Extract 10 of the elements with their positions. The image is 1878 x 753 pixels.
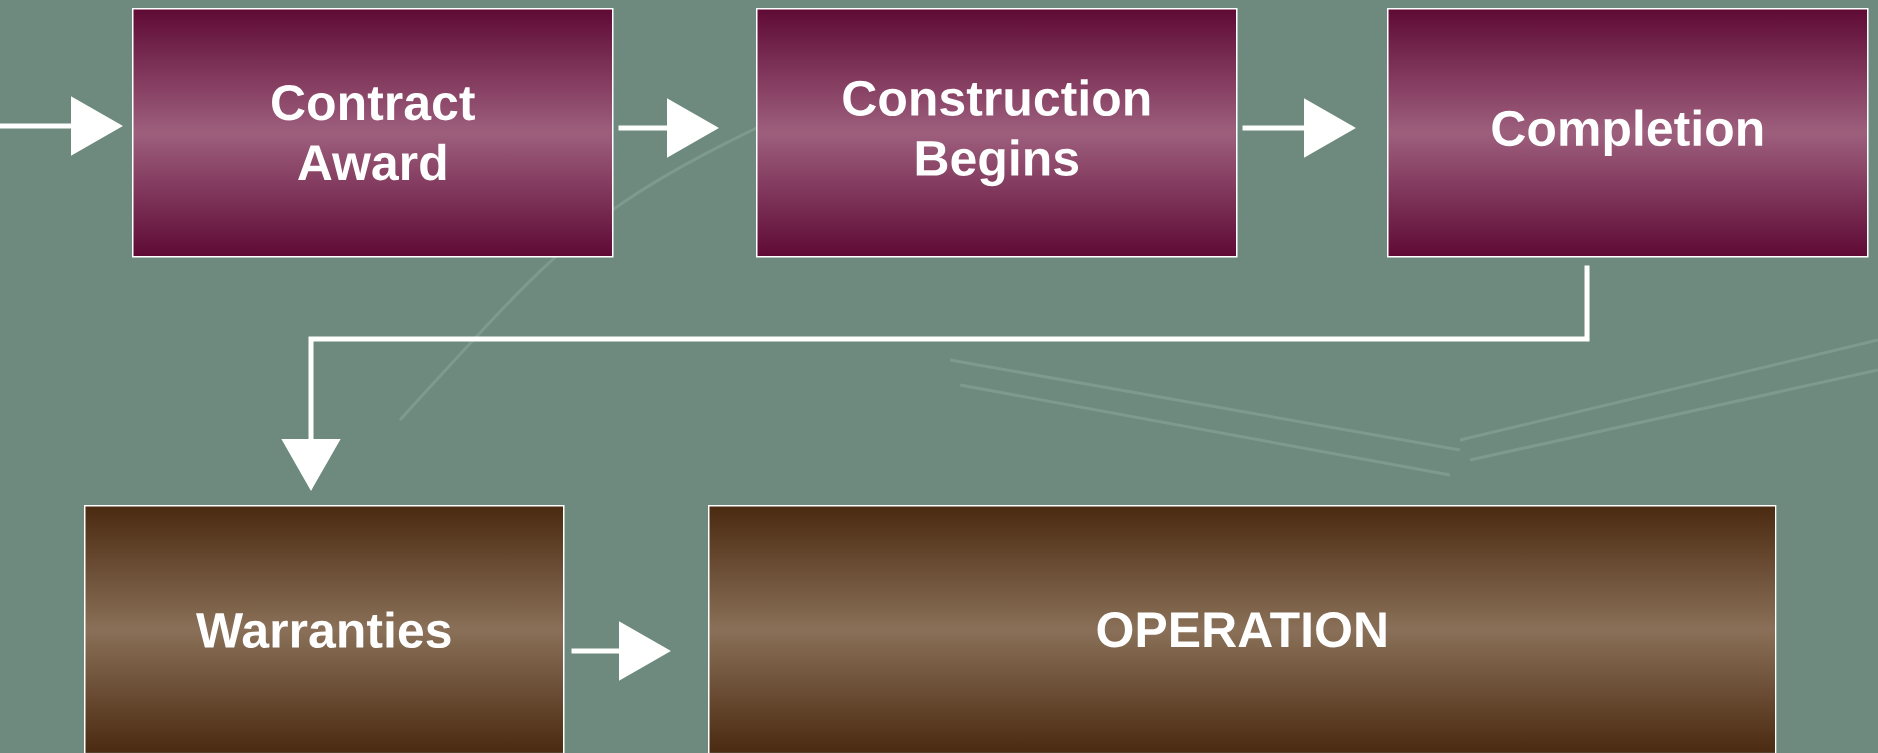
process-box [132,8,614,258]
process-box [1387,8,1869,258]
process-box [84,505,565,753]
process-box [708,505,1777,753]
process-box [756,8,1238,258]
node-label: Contract Award [272,85,475,181]
node-label: OPERATION [1097,612,1386,648]
node-label: Completion [1492,109,1763,157]
node-label: Construction Begins [843,79,1150,187]
node-label: Warranties [196,611,451,649]
